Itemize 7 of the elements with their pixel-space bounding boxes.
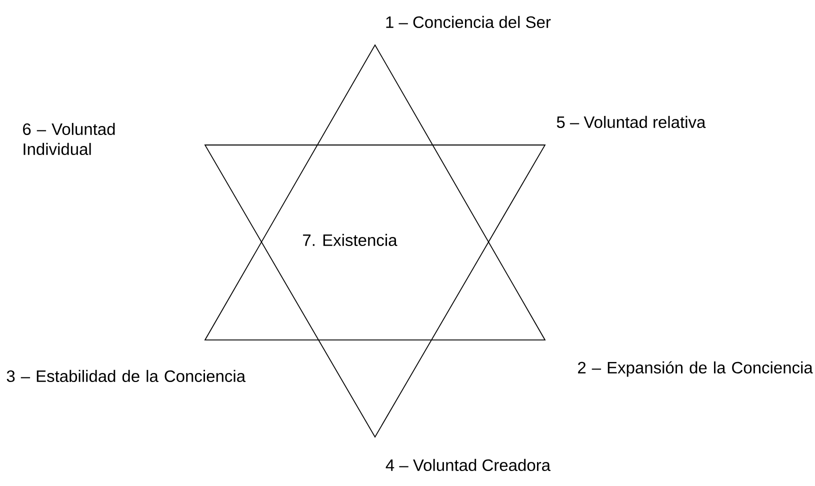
- point-label: 6 – Voluntad Individual: [23, 122, 115, 156]
- point-label: 5 – Voluntad relativa: [556, 116, 706, 128]
- point-label: 2 – Expansión de la Conciencia: [578, 361, 813, 377]
- point-label: 7. Existencia: [303, 234, 398, 246]
- point-label: 4 – Voluntad Creadora: [386, 458, 551, 472]
- point-label: 3 – Estabilidad de la Conciencia: [6, 370, 246, 382]
- point-label: 1 – Conciencia del Ser: [386, 16, 551, 28]
